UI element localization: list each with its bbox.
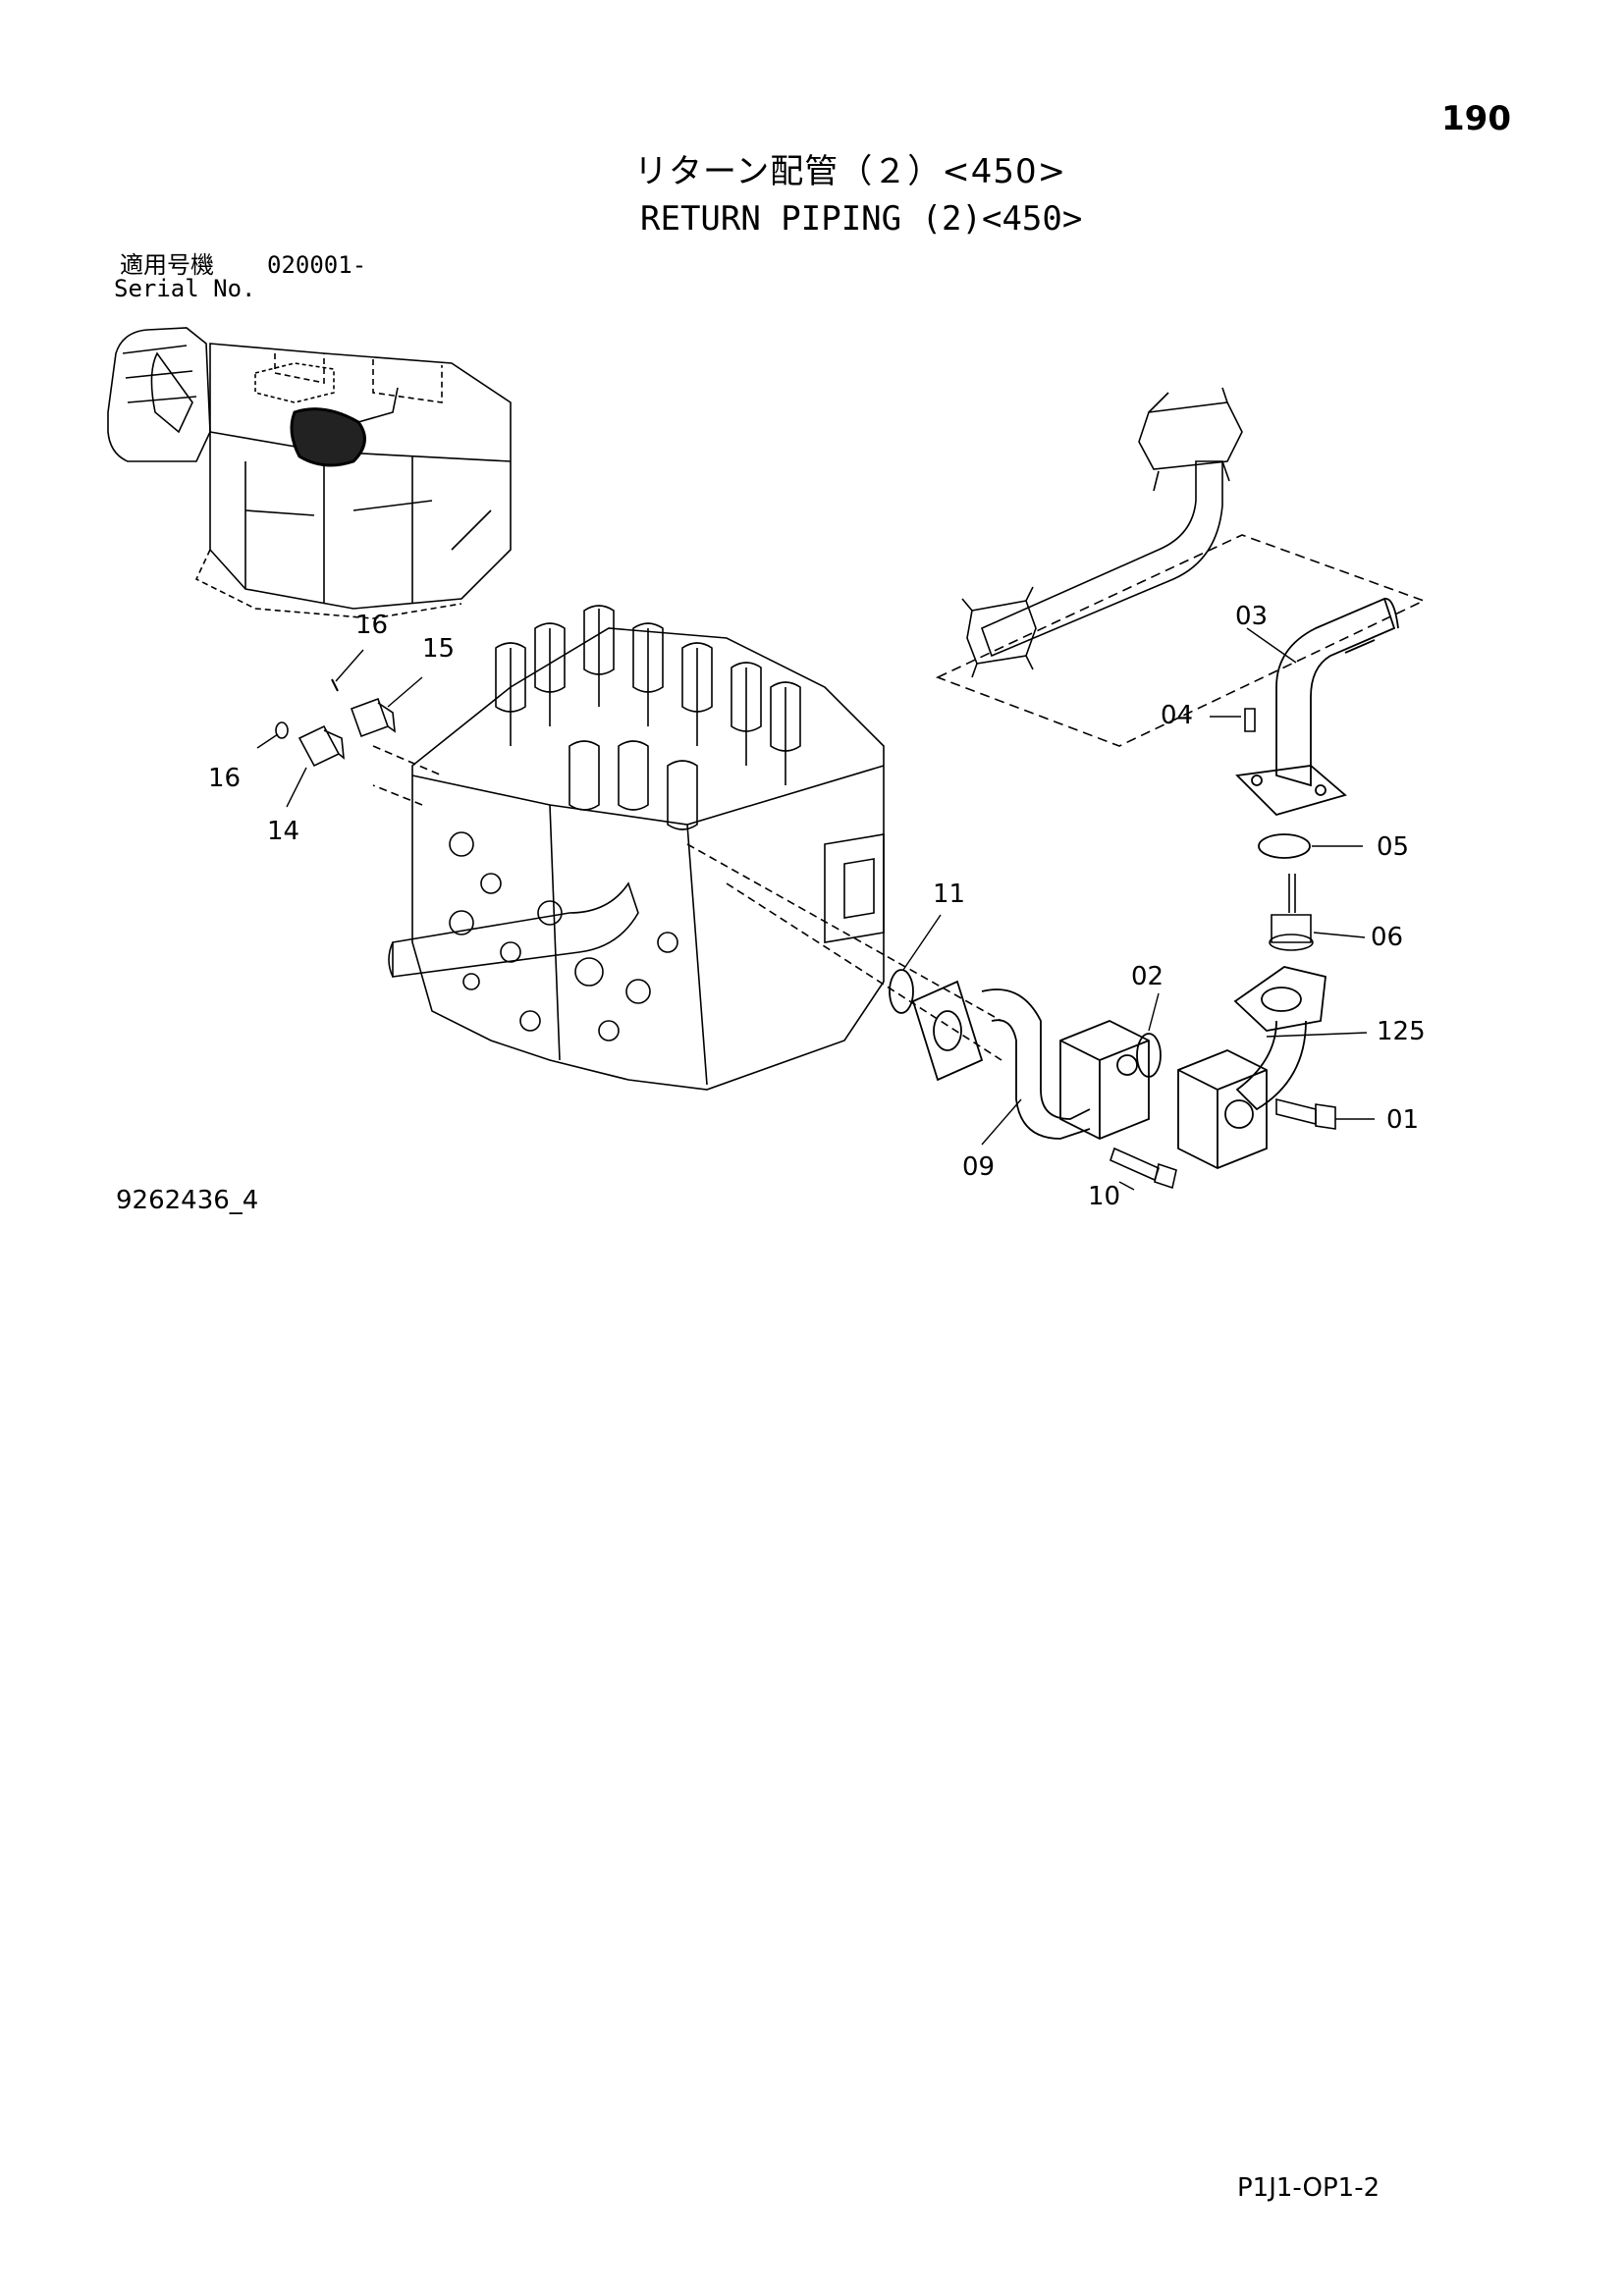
part-04-bolt: [1244, 708, 1256, 732]
callout-01: 01: [1386, 1105, 1420, 1135]
callout-06: 06: [1371, 923, 1404, 952]
callout-03: 03: [1235, 602, 1269, 631]
part-14-fitting: [298, 724, 345, 768]
page-code: P1J1-OP1-2: [1237, 2173, 1380, 2203]
part-06-sensor: [1269, 874, 1314, 951]
page-title-japanese: リターン配管（２）<450>: [634, 152, 1067, 191]
figure-number: 9262436_4: [116, 1186, 259, 1215]
right-manifold-block: [1177, 1049, 1268, 1169]
excavator-overview-illustration: [107, 327, 512, 619]
serial-label-japanese: 適用号機: [120, 251, 214, 279]
callout-16-lower: 16: [208, 764, 242, 793]
callout-15: 15: [422, 634, 456, 664]
serial-value: 020001-: [267, 251, 367, 279]
callout-10: 10: [1088, 1182, 1121, 1211]
part-15-switch: [350, 697, 396, 738]
callout-02: 02: [1131, 962, 1164, 991]
callout-04: 04: [1161, 701, 1194, 730]
callout-05: 05: [1377, 832, 1410, 862]
part-01-bolt: [1275, 1097, 1336, 1130]
serial-label-english: Serial No.: [114, 275, 256, 302]
part-125-flange-elbow: [1233, 966, 1326, 1111]
callout-11: 11: [933, 880, 966, 909]
part-16-o-ring-upper: [331, 678, 339, 692]
part-10-bolt: [1110, 1147, 1177, 1190]
part-16-o-ring-lower: [275, 721, 289, 739]
part-03-elbow-pipe: [1235, 597, 1399, 817]
part-05-o-ring: [1258, 833, 1311, 859]
callout-16-upper: 16: [355, 611, 389, 640]
callout-14: 14: [267, 817, 300, 846]
page-title-english: RETURN PIPING (2)<450>: [640, 199, 1083, 239]
callout-09: 09: [962, 1152, 996, 1182]
callout-125: 125: [1377, 1017, 1426, 1046]
upper-return-pipe-detail: [935, 387, 1427, 747]
callout-leader-lines: [256, 627, 1375, 1191]
part-11-o-ring: [889, 969, 914, 1014]
control-valve-assembly: [372, 605, 1002, 1091]
part-09-pipe-assembly: [911, 980, 1150, 1140]
page-number: 190: [1441, 99, 1511, 138]
